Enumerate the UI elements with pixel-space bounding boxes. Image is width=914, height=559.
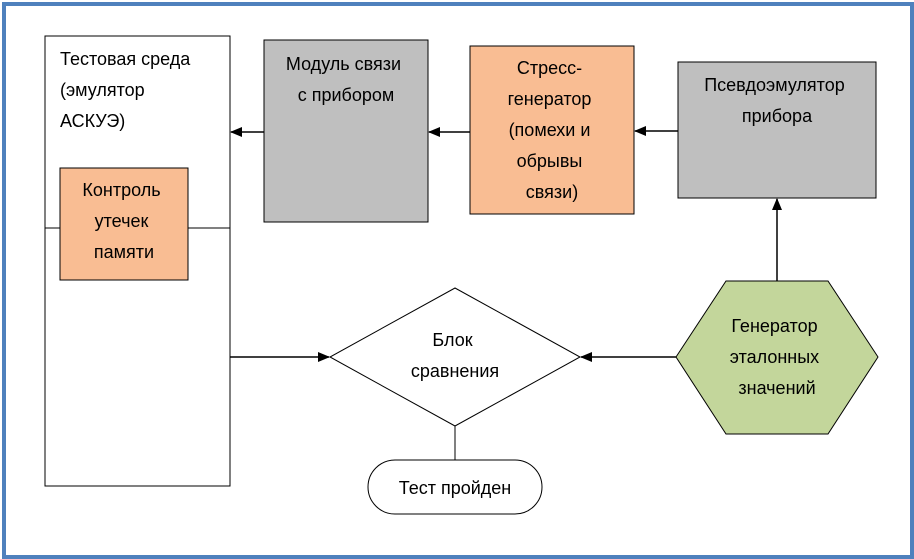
reference-generator-label: Генератор эталонных значений [730,316,824,398]
test-environment-label: Тестовая среда (эмулятор АСКУЭ) [60,49,195,131]
comm-module-label: Модуль связи с прибором [286,54,406,105]
pseudo-emulator-box [677,61,877,199]
compare-block-diamond [328,287,582,427]
stress-generator-label: Стресс- генератор (помехи и обрывы связи… [508,58,597,202]
pseudo-emulator-label: Псевдоэмулятор прибора [704,75,850,126]
test-passed-label: Тест пройден [399,478,512,498]
stress-generator-box [469,45,635,215]
leak-control-label: Контроль утечек памяти [82,180,165,262]
leak-control-box [59,167,189,281]
compare-block-label: Блок сравнения [411,330,499,381]
reference-generator-hexagon [675,280,879,435]
comm-module-box [263,39,429,223]
